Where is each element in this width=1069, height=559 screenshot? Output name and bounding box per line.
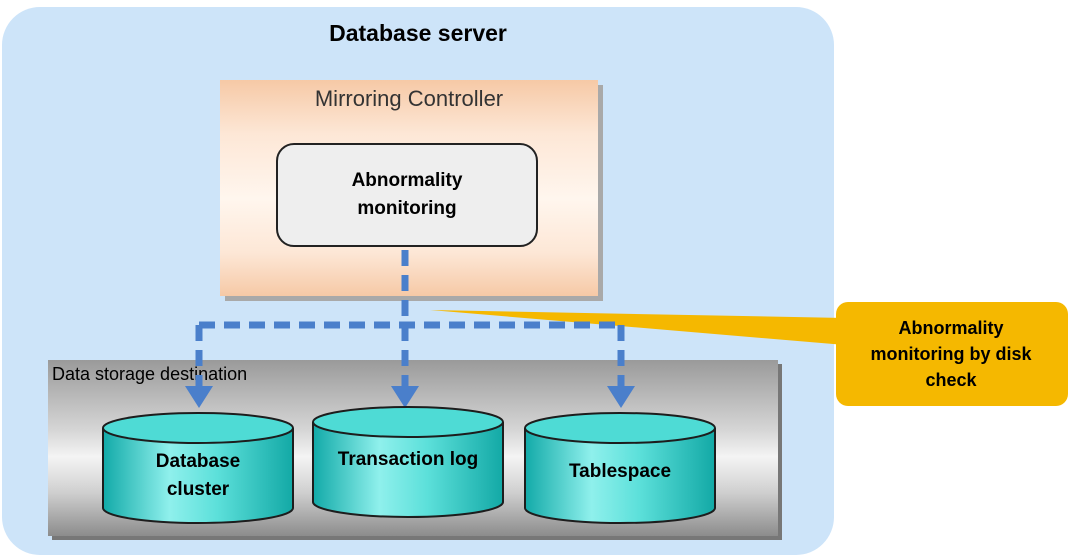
abnormality-monitoring-label: Abnormality monitoring — [351, 170, 463, 219]
tablespace-label: Tablespace — [568, 461, 672, 482]
database-cluster-label: Database cluster — [155, 451, 241, 500]
mirroring-controller-title: Mirroring Controller — [314, 86, 504, 111]
arrow-head-tablespace — [607, 386, 635, 408]
database-server-title: Database server — [329, 20, 507, 46]
monitoring-arrows — [195, 250, 625, 388]
callout-box — [836, 302, 1068, 406]
cylinder-database-cluster — [102, 412, 294, 524]
abnormality-monitoring-box: Abnormality monitoring — [276, 143, 538, 247]
cylinder-tablespace — [524, 412, 716, 524]
callout-pointer — [430, 310, 845, 345]
arrow-head-transaction-log — [391, 386, 419, 408]
cylinder-transaction-log — [312, 406, 504, 518]
callout-label: Abnormality monitoring by disk check — [870, 318, 1032, 390]
arrow-head-database-cluster — [185, 386, 213, 408]
transaction-log-label: Transaction log — [337, 449, 479, 470]
